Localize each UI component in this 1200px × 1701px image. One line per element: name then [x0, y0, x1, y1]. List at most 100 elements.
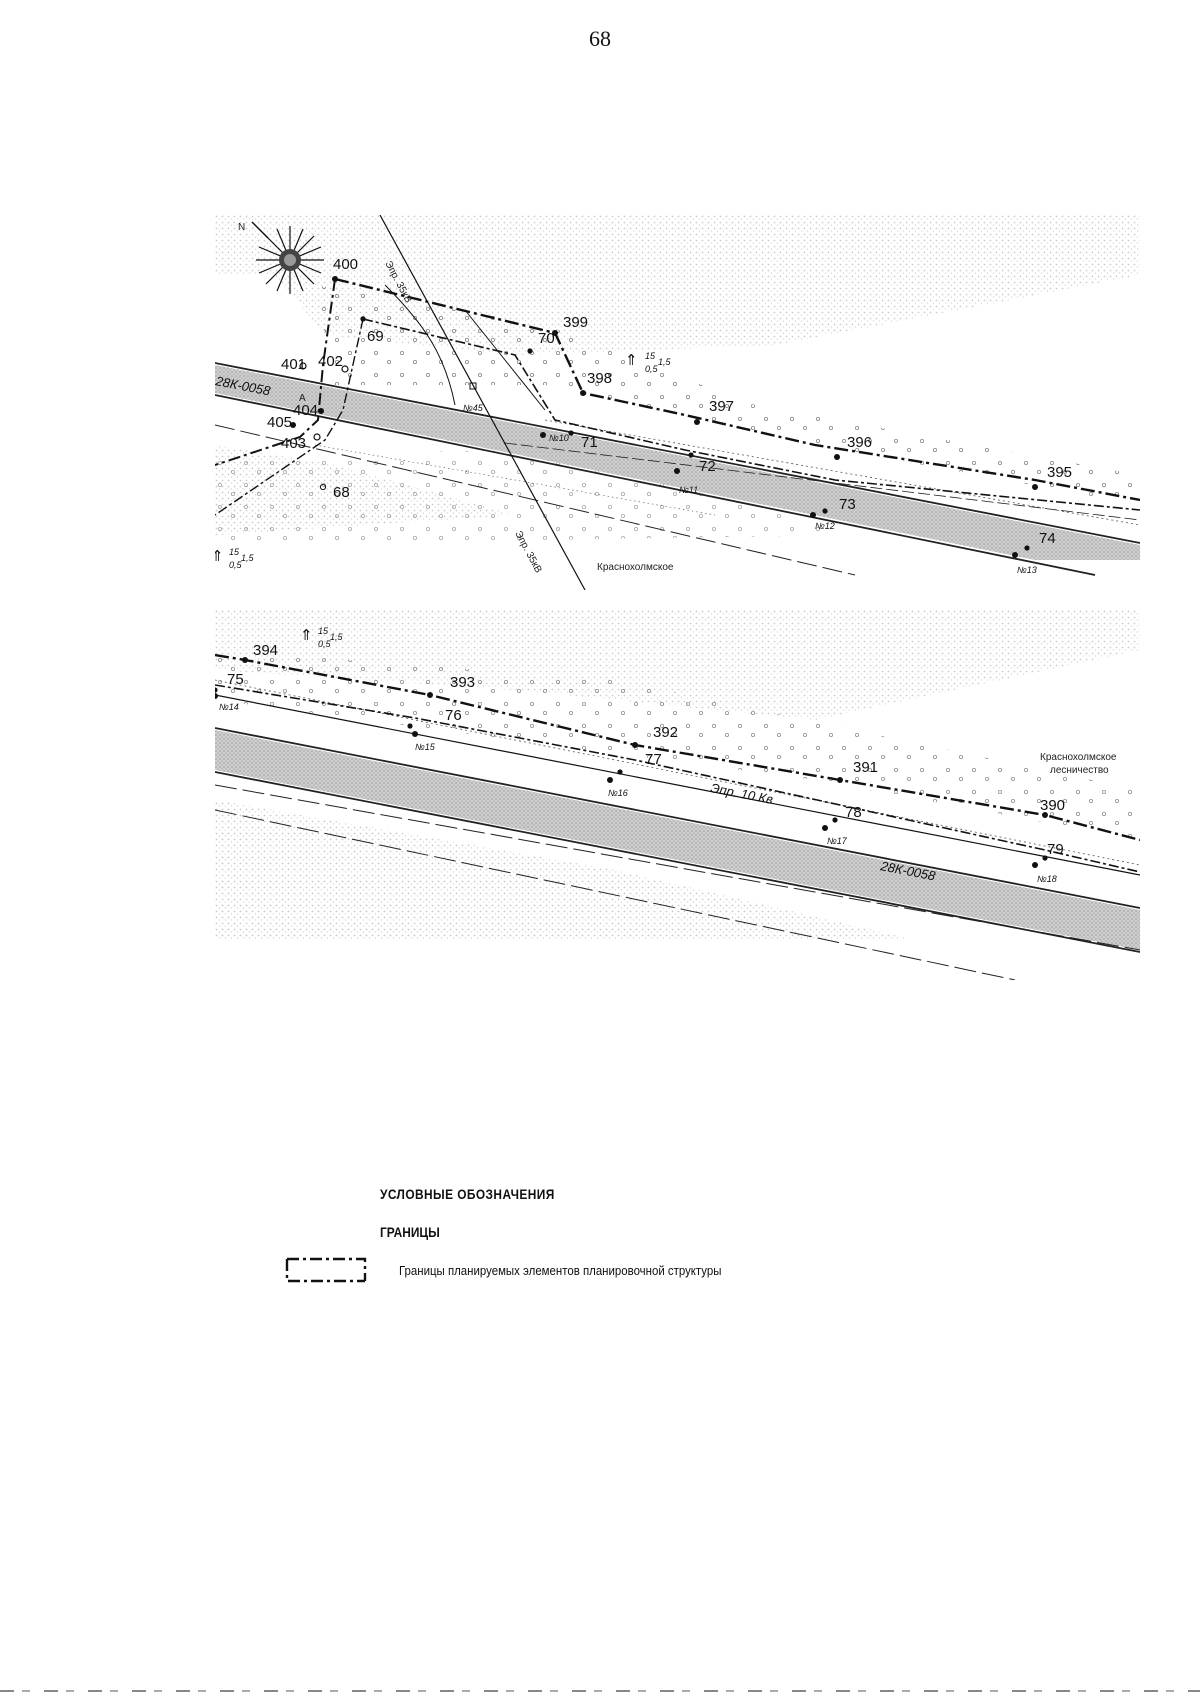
boundary-left-inner [215, 318, 364, 516]
point-396 [834, 454, 840, 460]
pole-12-marker [810, 512, 816, 518]
point-75 [215, 687, 218, 693]
label-392: 392 [653, 724, 678, 741]
power-line-35kv-a [379, 215, 586, 590]
point-71 [568, 430, 574, 436]
pole-14-label: №14 [219, 702, 239, 712]
point-397 [694, 419, 700, 425]
pole-13-label: №13 [1017, 565, 1037, 575]
pole-13-marker [1012, 552, 1018, 558]
label-73: 73 [839, 496, 856, 513]
map-panel-bottom: 394 393 392 391 390 75 76 77 78 79 №14 №… [215, 610, 1140, 980]
forestry-label-line1: Краснохолмское [1040, 752, 1117, 763]
label-398: 398 [587, 370, 612, 387]
label-393: 393 [450, 674, 475, 691]
point-79 [1042, 855, 1048, 861]
tree-icon: ⇑ [300, 627, 313, 644]
highway-edge-top-bottom [215, 727, 1140, 909]
label-397: 397 [709, 398, 734, 415]
point-68 [319, 483, 327, 491]
wood-bottom: 0,5 [645, 364, 659, 374]
pole-15-marker [412, 731, 418, 737]
point-392 [632, 742, 638, 748]
dashed-line-b1 [215, 784, 1140, 951]
poles-bottom: №14 №15 №16 №17 №18 [215, 693, 1057, 884]
point-394 [242, 657, 248, 663]
legend-boundary-symbol [285, 1257, 367, 1283]
marker-a-label: А [299, 393, 306, 404]
label-69: 69 [367, 328, 384, 345]
wood-bottom: 0,5 [318, 639, 332, 649]
dotted-line-2 [314, 444, 716, 516]
legend-item-label: Границы планируемых элементов планировоч… [399, 1262, 722, 1278]
label-399: 399 [563, 314, 588, 331]
secondary-points-top: 69 70 71 72 73 74 68 [319, 316, 1056, 551]
boundary-points-bottom: 394 393 392 391 390 [242, 642, 1065, 818]
label-390: 390 [1040, 797, 1065, 814]
label-77: 77 [645, 751, 662, 768]
label-391: 391 [853, 759, 878, 776]
legend-item-boundary: Границы планируемых элементов планировоч… [285, 1255, 765, 1285]
label-400: 400 [333, 256, 358, 273]
settlement-area-bottom [215, 610, 1140, 720]
pole-15-label: №15 [415, 742, 436, 752]
label-75: 75 [227, 671, 244, 688]
pole-17-marker [822, 825, 828, 831]
forestry-label-line2: лесничество [1050, 765, 1109, 776]
point-78 [832, 817, 838, 823]
wood-top: 15 [229, 547, 240, 557]
scan-edge-strip [0, 1690, 1200, 1692]
label-72: 72 [699, 458, 716, 475]
wood-top: 15 [645, 351, 656, 361]
label-76: 76 [445, 707, 462, 724]
highway-edge-bottom-bottom [215, 771, 1140, 953]
woodland-symbol-2: ⇑ 15 1,5 0,5 [215, 547, 255, 570]
boundary-left [215, 278, 336, 466]
point-74 [1024, 545, 1030, 551]
label-74: 74 [1039, 530, 1056, 547]
label-68: 68 [333, 484, 350, 501]
label-403: 403 [281, 435, 306, 452]
map-panel-top: 400 399 398 397 396 395 401 402 404 405 … [215, 215, 1140, 590]
point-398 [580, 390, 586, 396]
label-401: 401 [281, 356, 306, 373]
highway-edge-bottom [215, 394, 1096, 576]
pole-10-label: №10 [549, 433, 569, 443]
pole-45-marker [469, 382, 477, 390]
point-391 [837, 777, 843, 783]
pole-18-label: №18 [1037, 874, 1057, 884]
pole-14-marker [215, 693, 218, 699]
point-77 [617, 769, 623, 775]
label-402: 402 [318, 353, 343, 370]
highway-band-bottom [215, 730, 1140, 950]
point-69 [360, 316, 366, 322]
compass-rose: N [238, 221, 324, 294]
label-395: 395 [1047, 464, 1072, 481]
label-405: 405 [267, 414, 292, 431]
point-76 [407, 723, 413, 729]
highway-edge-top [215, 362, 1140, 544]
highway-band [215, 365, 1140, 560]
point-390 [1042, 812, 1048, 818]
wood-top: 15 [318, 626, 329, 636]
point-72 [688, 452, 694, 458]
poles-top: №45 №10 №11 №12 №13 [463, 382, 1037, 575]
pole-12-label: №12 [815, 521, 835, 531]
pole-16-label: №16 [608, 788, 628, 798]
pole-10-marker [540, 432, 546, 438]
tree-icon: ⇑ [625, 352, 638, 369]
point-70 [527, 348, 533, 354]
pole-11-label: №11 [679, 485, 698, 495]
wood-right: 1,5 [330, 632, 344, 642]
legend-title: УСЛОВНЫЕ ОБОЗНАЧЕНИЯ [380, 1186, 555, 1202]
label-70: 70 [538, 330, 555, 347]
secondary-points-bottom: 75 76 77 78 79 [215, 671, 1064, 861]
woodland-symbol-1: ⇑ 15 1,5 0,5 [625, 351, 672, 374]
map-bottom-svg: 394 393 392 391 390 75 76 77 78 79 №14 №… [215, 610, 1140, 980]
legend-section-title: ГРАНИЦЫ [380, 1224, 440, 1240]
place-name-label: Краснохолмское [597, 562, 674, 573]
point-403 [313, 433, 321, 441]
label-71: 71 [581, 434, 598, 451]
wood-bottom: 0,5 [229, 560, 243, 570]
dotted-field [315, 285, 1140, 505]
